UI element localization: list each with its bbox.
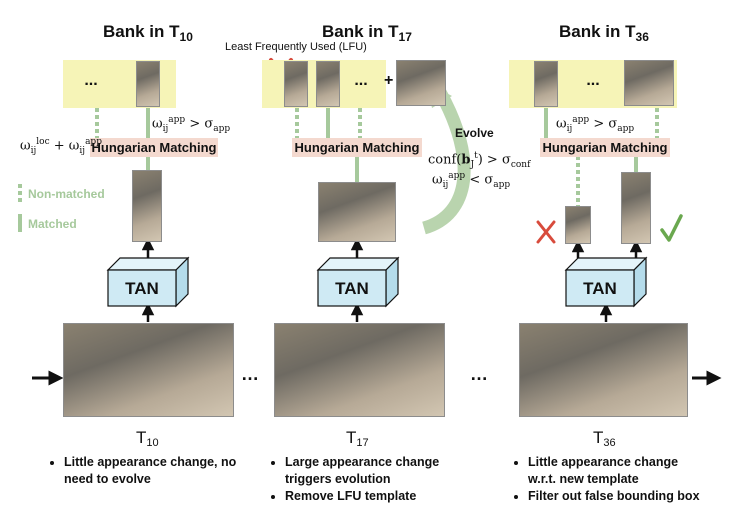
check-icon <box>660 214 683 242</box>
bullet-item: Large appearance change triggers evoluti… <box>285 454 467 488</box>
lfu-label: Least Frequently Used (LFU) <box>225 41 367 53</box>
formula-app-lt-sigma: ωijapp < σapp <box>432 171 511 190</box>
frame-t36-image <box>519 323 688 417</box>
new-template-image <box>396 60 446 106</box>
formula-app-gt-sigma: ωijapp > σapp <box>152 115 231 134</box>
bank-dots: ... <box>84 72 98 89</box>
frame-label-t17: T17 <box>346 428 369 449</box>
detection-patch-t10 <box>132 170 162 242</box>
formula-conf-gt-sigma: conf(bJt) > σconf <box>428 151 531 170</box>
tan-label: TAN <box>335 279 369 298</box>
template-image-lfu <box>284 61 308 107</box>
bank-title-t10: Bank in T10 <box>103 22 193 44</box>
frame-label-t36: T36 <box>593 428 616 449</box>
legend-matched: Matched <box>28 217 77 231</box>
frame-ellipsis: … <box>241 364 260 384</box>
frame-ellipsis: … <box>470 364 489 384</box>
formula-app-gt-sigma: ωijapp > σapp <box>556 115 635 134</box>
frame-label-t10: T10 <box>136 428 159 449</box>
hungarian-matching-t17: Hungarian Matching <box>292 138 422 157</box>
detection-patch-t17 <box>318 182 396 242</box>
false-box-cross-icon <box>536 220 556 244</box>
frame-t17-image <box>274 323 445 417</box>
formula-loc-plus-app: ωijloc + ωijapp <box>20 137 102 156</box>
bullet-item: Little appearance change w.r.t. new temp… <box>528 454 706 488</box>
false-detection-patch-t36 <box>565 206 591 244</box>
bullets-t17: Large appearance change triggers evoluti… <box>267 454 467 505</box>
bullet-item: Filter out false bounding box <box>528 488 706 505</box>
bullets-t36: Little appearance change w.r.t. new temp… <box>510 454 706 505</box>
tan-label: TAN <box>583 279 617 298</box>
bank-title-t17: Bank in T17 <box>322 22 412 44</box>
tan-cube-2 <box>316 256 400 308</box>
detection-patch-t36 <box>621 172 651 244</box>
hungarian-matching-t10: Hungarian Matching <box>90 138 218 157</box>
hungarian-matching-t36: Hungarian Matching <box>540 138 670 157</box>
plus-sign: + <box>384 72 394 89</box>
template-image <box>534 61 558 107</box>
template-image <box>316 61 340 107</box>
tan-label: TAN <box>125 279 159 298</box>
tan-cube-3 <box>564 256 648 308</box>
bullet-item: Remove LFU template <box>285 488 467 505</box>
tan-cube-1 <box>106 256 190 308</box>
bank-dots: ... <box>586 72 600 89</box>
frame-t10-image <box>63 323 234 417</box>
bullets-t10: Little appearance change, no need to evo… <box>46 454 246 488</box>
bullet-item: Little appearance change, no need to evo… <box>64 454 246 488</box>
template-image <box>136 61 160 107</box>
bank-dots: ... <box>354 72 368 89</box>
bank-title-t36: Bank in T36 <box>559 22 649 44</box>
legend-non-matched: Non-matched <box>28 187 105 201</box>
template-image <box>624 60 674 106</box>
evolve-arrow <box>421 88 471 235</box>
evolve-label: Evolve <box>455 126 494 140</box>
